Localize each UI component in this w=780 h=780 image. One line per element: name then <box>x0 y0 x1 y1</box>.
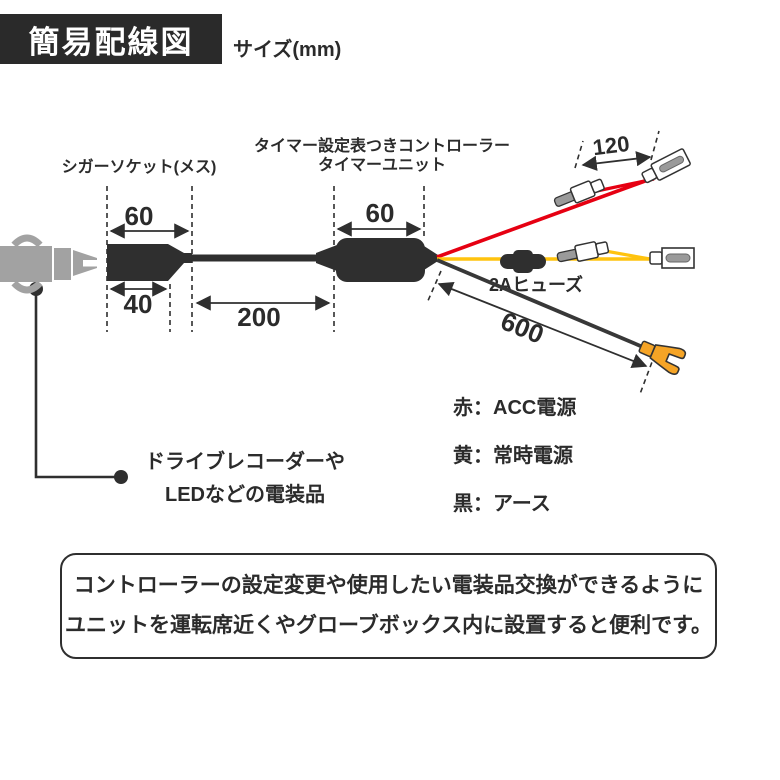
dim-socket-width: 60 <box>125 201 154 231</box>
legend-black: 黒：アース <box>453 493 551 515</box>
controller-label-line1: タイマー設定表つきコントローラー <box>254 136 510 155</box>
controller-unit <box>316 238 438 282</box>
dim-socket-body: 40 <box>124 289 153 319</box>
note-line2: ユニットを運転席近くやグローブボックス内に設置すると便利です。 <box>64 614 712 637</box>
controller-label-line2: タイマーユニット <box>318 156 446 174</box>
red-wire <box>436 175 657 259</box>
wiring-diagram: 60 40 200 60 120 600 シガーソケット(メス) タイマー設定表… <box>0 130 695 484</box>
device-line2: LEDなどの電装品 <box>165 484 325 506</box>
wire-color-legend: 赤：ACC電源 黄：常時電源 黒：アース <box>453 391 576 535</box>
dim-unit-width: 60 <box>366 198 395 228</box>
dim-red-branch: 120 <box>591 131 630 160</box>
device-line1: ドライブレコーダーや <box>145 451 345 473</box>
black-wire <box>436 258 651 352</box>
dim-cable-length: 200 <box>237 302 280 332</box>
legend-red: 赤：ACC電源 <box>453 397 577 419</box>
advice-note-box: コントローラーの設定変更や使用したい電装品交換ができるように ユニットを運転席近… <box>60 553 717 659</box>
note-line1: コントローラーの設定変更や使用したい電装品交換ができるように <box>73 574 704 597</box>
socket-label: シガーソケット(メス) <box>62 158 217 176</box>
socket-body <box>107 244 192 281</box>
yellow-spade-terminal-icon <box>556 241 610 263</box>
red-spade-terminal-icon <box>553 178 605 207</box>
size-unit-label: サイズ(mm) <box>233 39 342 61</box>
fuse-label: 2Aヒューズ <box>489 274 583 295</box>
legend-yellow: 黄：常時電源 <box>453 445 573 467</box>
red-end-terminal-icon <box>641 148 691 184</box>
cigarette-plug-icon <box>0 234 99 294</box>
page-title-box: 簡易配線図 <box>0 14 222 64</box>
device-callout-line <box>29 282 128 484</box>
fuse-icon <box>500 250 546 273</box>
fork-terminal-icon <box>638 340 687 376</box>
page-title: 簡易配線図 <box>28 24 194 60</box>
dim-black-wire: 600 <box>497 306 548 350</box>
yellow-end-terminal-icon <box>649 247 695 269</box>
device-callout-text: ドライブレコーダーや LEDなどの電装品 <box>118 446 372 512</box>
dimension-arrows <box>109 151 652 369</box>
